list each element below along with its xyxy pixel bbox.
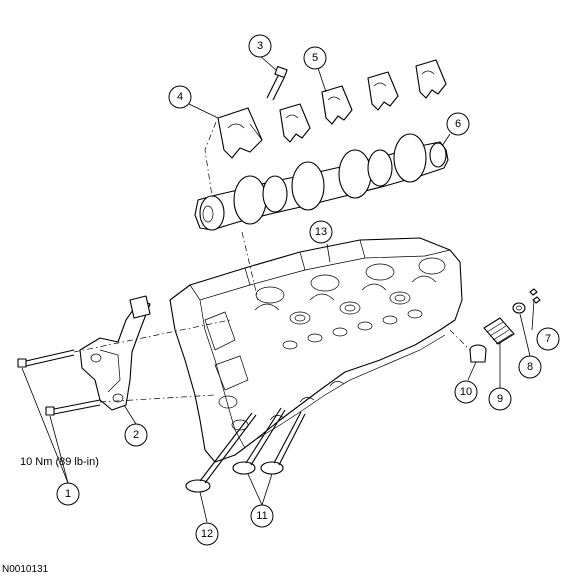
- callout-1: 1: [56, 482, 80, 506]
- callout-12: 12: [195, 522, 219, 546]
- valve-spring-retainer: [512, 302, 526, 314]
- callout-11: 11: [250, 504, 274, 528]
- callout-10: 10: [454, 380, 478, 404]
- camshaft-bearing-caps: [279, 59, 447, 143]
- valve-stem-seal: [469, 344, 487, 363]
- callout-8: 8: [518, 355, 542, 379]
- cylinder-head: [169, 237, 463, 463]
- camshaft: [194, 133, 449, 231]
- svg-text:12: 12: [201, 528, 213, 540]
- callout-3: 3: [248, 34, 272, 58]
- svg-text:1: 1: [65, 488, 71, 500]
- exhaust-valve: [185, 412, 257, 493]
- bearing-cap-bolt: [266, 65, 288, 101]
- svg-text:2: 2: [133, 429, 139, 441]
- svg-text:3: 3: [257, 40, 263, 52]
- svg-text:10: 10: [460, 386, 472, 398]
- bracket-bolt-lower: [45, 399, 101, 416]
- valve-keepers: [529, 288, 541, 304]
- svg-text:6: 6: [455, 118, 461, 130]
- svg-text:5: 5: [312, 52, 318, 64]
- svg-text:8: 8: [527, 361, 533, 373]
- sensor-bracket: [79, 295, 151, 411]
- callout-13: 13: [309, 220, 333, 244]
- svg-text:11: 11: [256, 510, 267, 522]
- callout-2: 2: [124, 423, 148, 447]
- svg-text:4: 4: [177, 91, 183, 103]
- camshaft-bearing-cap-front: [217, 107, 263, 159]
- leader-lines: [21, 55, 535, 523]
- callout-5: 5: [303, 46, 327, 70]
- callout-6: 6: [446, 112, 470, 136]
- valve-spring: [483, 317, 515, 345]
- svg-text:9: 9: [497, 393, 503, 405]
- callout-7: 7: [536, 327, 560, 351]
- callout-9: 9: [488, 387, 512, 411]
- intake-valves: [232, 407, 306, 475]
- callout-4: 4: [168, 85, 192, 109]
- figure-id-label: N0010131: [2, 564, 49, 575]
- svg-text:13: 13: [315, 226, 327, 238]
- svg-text:7: 7: [545, 333, 551, 345]
- torque-spec-label: 10 Nm (89 lb-in): [20, 456, 99, 468]
- bracket-bolt-upper: [17, 349, 75, 368]
